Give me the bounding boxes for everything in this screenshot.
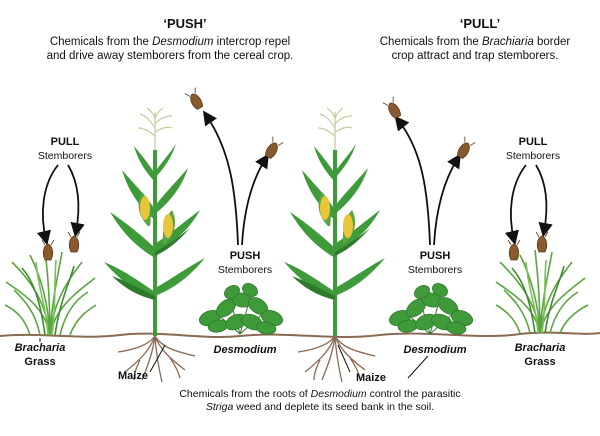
push-arrow-left-2 (241, 153, 269, 246)
footer-text: control the parasitic (366, 388, 461, 400)
bracharia-label-right-2: Grass (524, 355, 556, 368)
pull-desc-species: Brachiaria (482, 36, 534, 48)
stemborer-icon (264, 136, 284, 159)
push-description: Chemicals from the Desmodium intercrop r… (10, 35, 330, 64)
stemborer-icon (456, 136, 476, 159)
soil-line (0, 331, 600, 338)
stemborer-icon (535, 231, 549, 253)
stemborer-icon (507, 239, 521, 261)
push-arrow-right-1 (394, 115, 431, 246)
push-label-left-title: PUSH (229, 250, 261, 262)
push-desc-species: Desmodium (152, 36, 214, 48)
pull-label-right: PULL Stemborers (498, 136, 568, 163)
pull-label-left-title: PULL (50, 136, 80, 148)
pull-label-left: PULL Stemborers (30, 136, 100, 163)
desmodium-plant-right (388, 283, 474, 335)
footer-text: weed and deplete its seed bank in the so… (233, 401, 435, 414)
stemborer-icon (67, 231, 81, 253)
pull-arrow-left-1 (36, 164, 59, 246)
push-label-right-title: PUSH (419, 250, 451, 262)
pointer-maize-left (149, 344, 166, 373)
bracharia-label-left-2: Grass (24, 355, 56, 368)
bracharia-grass-right (495, 249, 589, 334)
footer-caption: Chemicals from the roots of Desmodium co… (150, 388, 490, 414)
pull-label-left-sub: Stemborers (37, 149, 93, 162)
bracharia-label-left-1: Bracharia (14, 342, 66, 354)
push-desc-text: intercrop repel (213, 36, 291, 48)
pull-title: ‘PULL’ (459, 16, 501, 31)
footer-species: Desmodium (310, 388, 367, 400)
stemborer-icon (184, 87, 204, 110)
footer-text: Chemicals from the roots of (179, 388, 311, 400)
stemborer-icon (382, 96, 402, 119)
push-label-right: PUSH Stemborers (395, 250, 475, 277)
desmodium-label-right: Desmodium (403, 344, 467, 356)
pull-desc-text: border (533, 36, 571, 48)
maize-label-left: Maize (118, 370, 148, 382)
pull-label-right-sub: Stemborers (505, 149, 561, 162)
push-arrow-right-2 (433, 153, 461, 246)
stemborer-icons (41, 87, 549, 261)
pointer-desmodium-footer (407, 355, 429, 379)
bracharia-label-left: Bracharia Grass (5, 342, 75, 370)
pull-description: Chemicals from the Brachiaria border cro… (350, 35, 600, 64)
push-arrow-left-1 (202, 110, 239, 246)
bracharia-label-right: Bracharia Grass (500, 342, 580, 370)
maize-label-right: Maize (356, 372, 386, 384)
pull-arrow-right-1 (504, 164, 527, 246)
pull-arrow-left-2 (67, 164, 85, 238)
push-label-left: PUSH Stemborers (205, 250, 285, 277)
push-label-left-sub: Stemborers (217, 263, 273, 276)
pull-label-right-title: PULL (518, 136, 548, 148)
bracharia-grass-left (4, 249, 97, 336)
pull-arrow-right-2 (535, 164, 553, 238)
desmodium-label-left: Desmodium (213, 344, 277, 356)
maize-plant-right (284, 107, 385, 383)
pointer-maize-right (337, 344, 351, 373)
pull-desc-line2: crop attract and trap stemborers. (391, 50, 559, 63)
desmodium-plant-left (198, 283, 284, 335)
push-label-right-sub: Stemborers (407, 263, 463, 276)
pull-desc-text: Chemicals from the (379, 36, 483, 48)
bracharia-label-right-1: Bracharia (514, 342, 566, 354)
footer-striga: Striga (205, 401, 234, 414)
maize-plant-left (104, 107, 205, 383)
push-desc-line2: and drive away stemborers from the cerea… (46, 50, 294, 63)
push-title: ‘PUSH’ (163, 16, 207, 31)
push-desc-text: Chemicals from the (49, 36, 153, 48)
stemborer-icon (41, 239, 55, 261)
